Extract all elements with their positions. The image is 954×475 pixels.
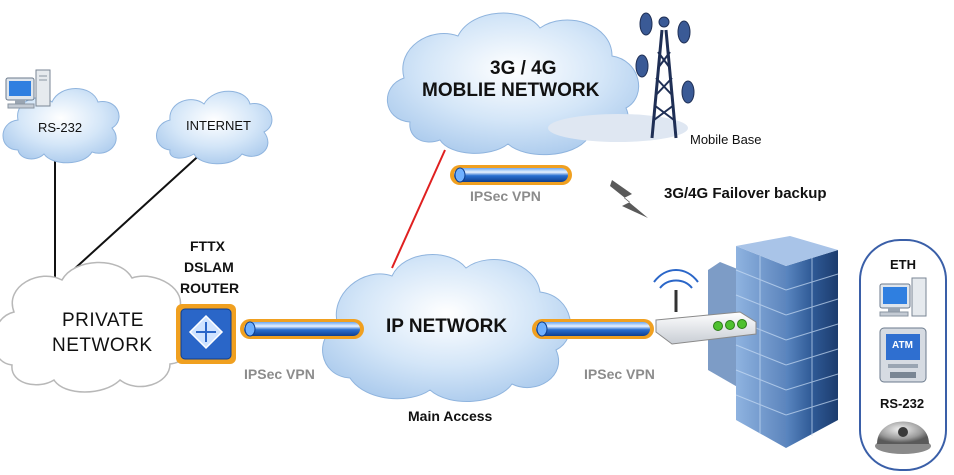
office-building-icon xyxy=(708,236,839,448)
failover-link-line xyxy=(391,149,446,269)
atm-screen-label: ATM xyxy=(892,340,913,351)
mobile-base-shadow xyxy=(548,114,688,142)
wireless-bolt-icon xyxy=(610,180,648,218)
vpn-left-label: IPSec VPN xyxy=(244,366,315,382)
mobile-network-label-1: 3G / 4G xyxy=(490,58,557,79)
vpn-top-label: IPSec VPN xyxy=(470,188,541,204)
vpn-tunnel-right xyxy=(532,319,654,339)
panel-eth-label: ETH xyxy=(890,257,916,272)
internet-cloud xyxy=(156,90,273,165)
router-label-fttx: FTTX xyxy=(190,238,225,254)
vpn-tunnel-top xyxy=(450,165,572,185)
internet-cloud-label: INTERNET xyxy=(186,118,251,133)
wireless-router-icon xyxy=(653,269,757,345)
private-network-label-1: PRIVATE xyxy=(62,310,144,331)
vpn-tunnel-left xyxy=(240,319,364,339)
vpn-right-label: IPSec VPN xyxy=(584,366,655,382)
panel-rs232-label: RS-232 xyxy=(880,396,925,411)
computer-icon xyxy=(5,69,51,109)
private-network-label-2: NETWORK xyxy=(52,335,153,356)
eth-pc-icon xyxy=(879,277,927,317)
router-label-dslam: DSLAM xyxy=(184,259,234,275)
internet-link-line xyxy=(59,149,206,283)
rs232-cloud-label: RS-232 xyxy=(38,120,83,135)
cell-tower-icon xyxy=(635,12,695,139)
failover-label: 3G/4G Failover backup xyxy=(664,185,827,202)
mobile-base-label: Mobile Base xyxy=(690,132,762,147)
main-access-label: Main Access xyxy=(408,408,493,424)
ip-network-label: IP NETWORK xyxy=(386,316,508,337)
mobile-network-label-2: MOBLIE NETWORK xyxy=(422,80,600,101)
ip-network-cloud xyxy=(322,254,571,402)
router-label-router: ROUTER xyxy=(180,280,240,296)
dslam-router-icon xyxy=(176,304,236,364)
atm-machine-icon xyxy=(879,327,927,383)
dome-camera-icon xyxy=(875,421,931,454)
